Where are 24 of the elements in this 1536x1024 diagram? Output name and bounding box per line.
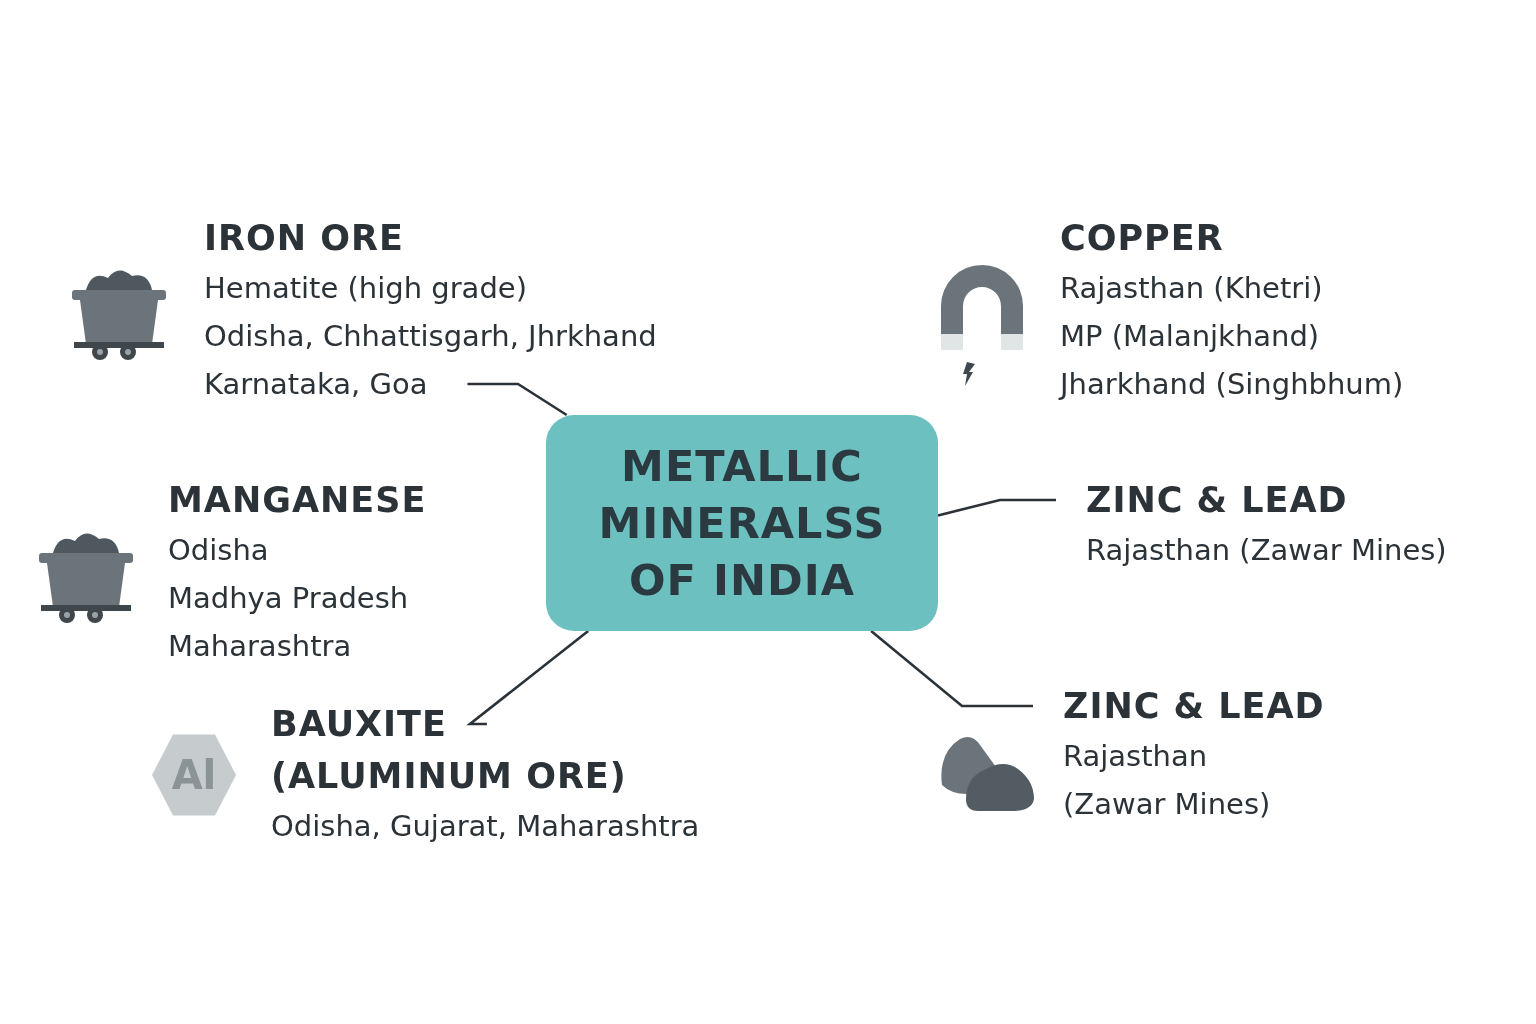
- location-text: Karnataka, Goa: [204, 366, 428, 403]
- location-text: Odisha, Gujarat, Maharashtra: [271, 808, 700, 845]
- connector-line: [467, 382, 568, 417]
- location-text: Rajasthan (Khetri): [1060, 270, 1323, 307]
- location-text: Odisha: [168, 532, 269, 569]
- connector-line: [466, 629, 589, 726]
- location-text: Madhya Pradesh: [168, 580, 409, 617]
- location-text: Hematite (high grade): [204, 270, 527, 307]
- mineral-heading: IRON ORE: [204, 217, 404, 260]
- location-text: Maharashtra: [168, 628, 352, 665]
- mineral-heading: BAUXITE (ALUMINUM ORE): [271, 703, 628, 798]
- location-text: MP (Malanjkhand): [1060, 318, 1320, 355]
- central-topic-box: METALLIC MINERALSS OF INDIA: [546, 415, 938, 631]
- location-text: Rajasthan (Zawar Mines): [1063, 738, 1272, 823]
- connector-line: [937, 498, 1056, 517]
- mineral-heading: MANGANESE: [168, 479, 427, 522]
- element-symbol-badge: Al: [152, 732, 236, 818]
- mineral-heading: ZINC & LEAD: [1063, 685, 1325, 728]
- mineral-heading: ZINC & LEAD: [1086, 479, 1348, 522]
- mineral-heading: COPPER: [1060, 217, 1224, 260]
- location-text: Rajasthan (Zawar Mines): [1086, 532, 1447, 569]
- connector-line: [870, 630, 1033, 708]
- location-text: Odisha, Chhattisgarh, Jhrkhand: [204, 318, 657, 355]
- location-text: Jharkhand (Singhbhum): [1060, 366, 1404, 403]
